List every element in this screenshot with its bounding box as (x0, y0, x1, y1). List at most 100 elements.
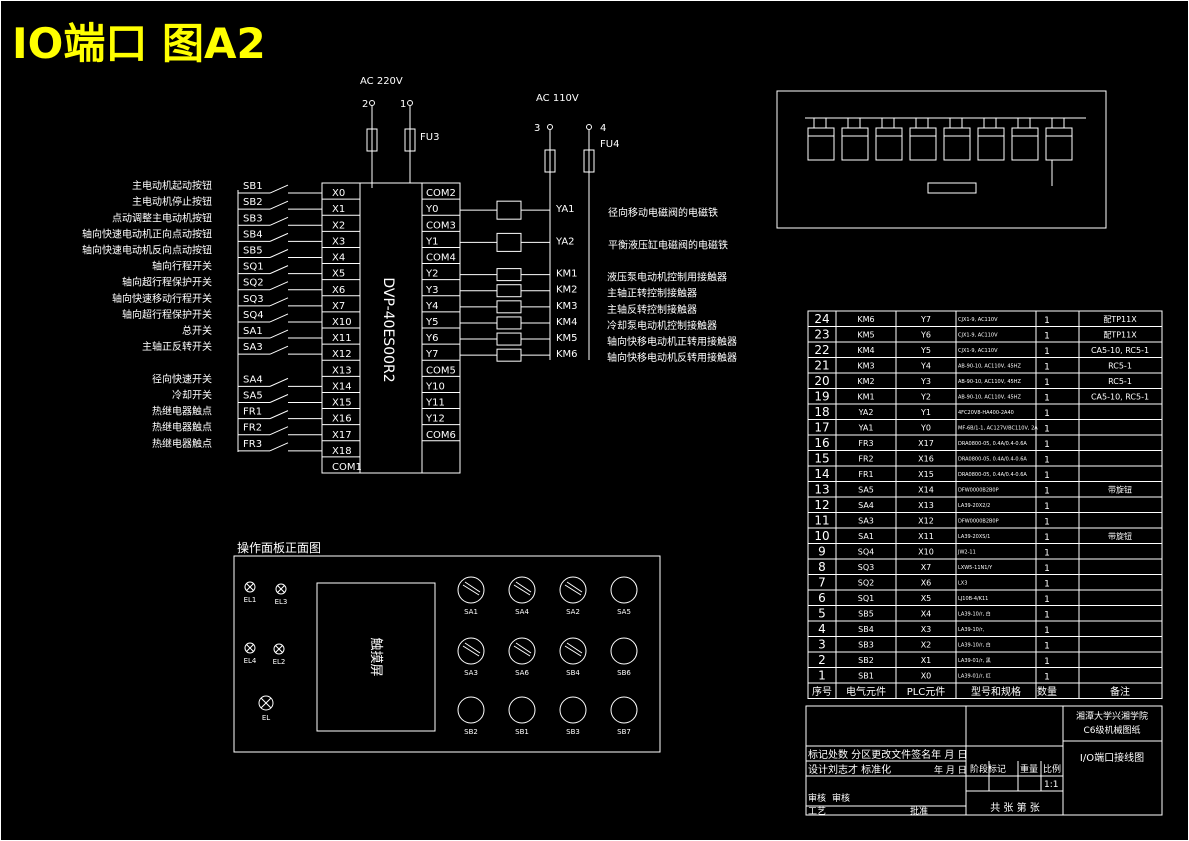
bom-qty: 1 (1044, 487, 1050, 497)
bom-header: 备注 (1110, 685, 1130, 698)
bom-elec: SQ2 (858, 579, 874, 588)
bom-no: 24 (814, 312, 829, 326)
knob-label: SB6 (617, 669, 631, 677)
coil (496, 268, 522, 282)
switch-contact (269, 345, 289, 355)
tb-drawing: I/O端口接线图 (1080, 751, 1144, 764)
bom-model: LA39-20X2/2 (958, 503, 990, 509)
tb-sheets: 共 张 第 张 (990, 801, 1040, 814)
knob-label: SB3 (566, 728, 580, 736)
panel-knob (457, 637, 485, 665)
plc-output-label: COM5 (426, 365, 456, 376)
bom-elec: SB2 (858, 656, 874, 665)
bom-plc: X16 (918, 455, 934, 464)
bom-no: 11 (814, 514, 829, 528)
fuse (404, 128, 416, 152)
panel-knob (610, 576, 638, 604)
bom-no: 23 (814, 328, 829, 342)
bom-model: LA39-01/r, 黑 (958, 658, 991, 664)
input-tag: SA1 (243, 326, 263, 337)
bom-qty: 1 (1044, 518, 1050, 528)
bom-model: LX3 (958, 581, 967, 587)
input-tag: SA4 (243, 374, 263, 385)
input-desc: 冷却开关 (172, 389, 212, 402)
bom-qty: 1 (1044, 471, 1050, 481)
bom-no: 5 (818, 607, 826, 621)
bom-qty: 1 (1044, 626, 1050, 636)
knob-indicator (566, 642, 583, 654)
bom-qty: 1 (1044, 332, 1050, 342)
bom-note: 配TP11X (1103, 331, 1137, 340)
knob-label: SA1 (464, 608, 478, 616)
plc-input-label: X7 (332, 301, 345, 312)
tb-stage: 阶段标记 (970, 763, 1006, 775)
bom-qty: 1 (1044, 611, 1050, 621)
bom-model: DRA0800-05, 0.4A/0.4-0.6A (958, 457, 1027, 463)
bom-elec: SB3 (858, 641, 874, 650)
coil (496, 232, 522, 252)
input-desc: 热继电器触点 (152, 437, 212, 450)
plc-output-label: COM6 (426, 430, 456, 441)
panel-knob (508, 637, 536, 665)
knob-indicator (513, 645, 531, 657)
plc-input-label: X12 (332, 349, 352, 360)
input-desc: 主电动机起动按钮 (132, 179, 212, 192)
input-desc: 轴向超行程保护开关 (122, 276, 212, 289)
bom-plc: X5 (921, 594, 932, 603)
indicator-lamp (273, 643, 285, 655)
bom-model: LA39-10/r, (958, 627, 985, 633)
knob-indicator (515, 642, 532, 654)
coil (496, 300, 522, 314)
bom-elec: YA2 (858, 408, 874, 417)
output-desc: 轴向快移电动机正转用接触器 (607, 335, 737, 348)
input-tag: FR2 (243, 423, 262, 434)
fuse (544, 149, 556, 173)
bom-model: MF-6B/1-1, AC127V/BC110V, 2A (958, 426, 1038, 432)
bom-no: 15 (814, 452, 829, 466)
panel-outline (233, 555, 661, 753)
output-desc: 平衡液压缸电磁阀的电磁铁 (608, 238, 728, 251)
knob-indicator (515, 581, 532, 593)
bom-elec: KM2 (857, 377, 874, 386)
input-desc: 轴向快速电动机反向点动按钮 (82, 244, 212, 257)
lamp-label: EL (262, 714, 270, 722)
ac220-label: AC 220V (360, 76, 403, 87)
output-desc: 径向移动电磁阀的电磁铁 (608, 206, 718, 219)
coil (496, 316, 522, 330)
touchscreen (316, 582, 436, 732)
lamp-cross (246, 644, 254, 652)
bom-plc: Y6 (920, 331, 931, 340)
panel-knob (559, 637, 587, 665)
bom-qty: 1 (1044, 378, 1050, 388)
knob-indicator (464, 581, 481, 593)
indicator-lamp (275, 583, 287, 595)
bom-elec: KM6 (857, 315, 874, 324)
bom-elec: KM1 (857, 393, 874, 402)
input-tag: SQ3 (243, 294, 264, 305)
knob-label: SA3 (464, 669, 478, 677)
tb-design-row: 设计刘志才 标准化 (808, 763, 891, 776)
switch-contact (269, 394, 289, 403)
plc-input-label: X3 (332, 236, 345, 247)
bom-qty: 1 (1044, 657, 1050, 667)
panel-knob (610, 637, 638, 665)
tb-audit: 审核 (832, 792, 850, 804)
bom-qty: 1 (1044, 425, 1050, 435)
bom-qty: 1 (1044, 564, 1050, 574)
bom-note: 带旋钮 (1108, 485, 1132, 495)
tb-approve: 批准 (910, 805, 928, 817)
panel-knob (559, 576, 587, 604)
plc-output-label: Y12 (425, 414, 445, 425)
bom-no: 18 (814, 405, 829, 419)
switch-contact (269, 297, 289, 307)
bom-qty: 1 (1044, 347, 1050, 357)
terminal-circle (547, 124, 553, 130)
bom-no: 1 (818, 669, 826, 683)
plc-input-label: X5 (332, 269, 345, 280)
lamp-cross (246, 583, 254, 591)
input-desc: 轴向行程开关 (152, 260, 212, 273)
